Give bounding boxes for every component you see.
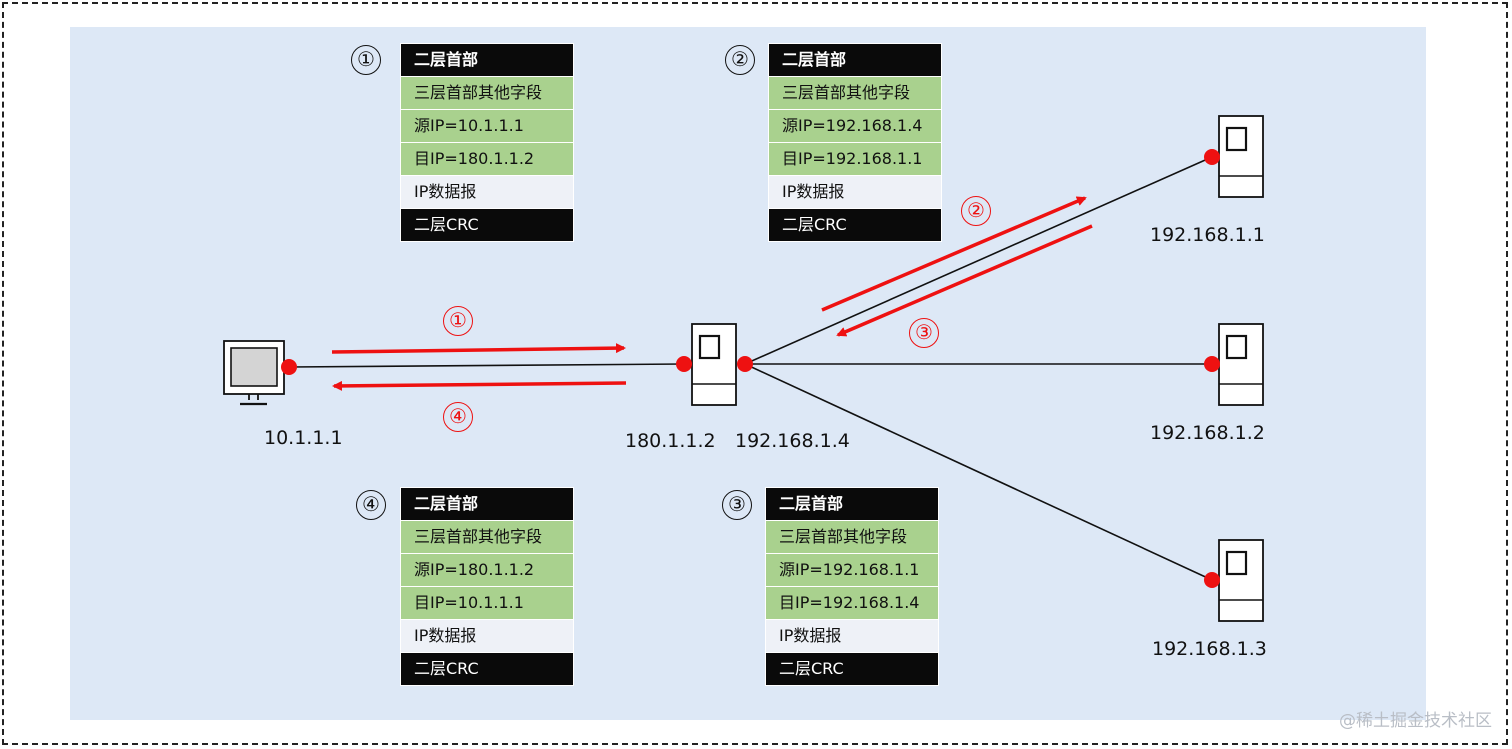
server2-icon: [1218, 323, 1264, 406]
flow-arrow-4: [332, 380, 627, 391]
server1-ip-label: 192.168.1.1: [1150, 224, 1265, 246]
client-interface-dot: [281, 359, 297, 375]
l2-header: 二层首部: [401, 488, 573, 520]
packet-3-step-badge: ③: [722, 490, 752, 520]
packet-table-3: 二层首部 三层首部其他字段 源IP=192.168.1.1 目IP=192.16…: [765, 487, 939, 686]
source-ip: 源IP=10.1.1.1: [401, 110, 573, 142]
server1-icon: [1218, 115, 1264, 198]
destination-ip: 目IP=180.1.1.2: [401, 143, 573, 175]
destination-ip: 目IP=192.168.1.4: [766, 587, 938, 619]
watermark: @稀土掘金技术社区: [1339, 711, 1492, 731]
server3-interface-dot: [1204, 572, 1220, 588]
packet-1-step-badge: ①: [351, 45, 381, 75]
l2-header: 二层首部: [401, 44, 573, 76]
flow-arrow-2: [821, 196, 1087, 312]
packet-table-1: 二层首部 三层首部其他字段 源IP=10.1.1.1 目IP=180.1.1.2…: [400, 43, 574, 242]
flow-arrow-3: [836, 224, 1093, 337]
source-ip: 源IP=192.168.1.4: [769, 110, 941, 142]
link-router-server3: [744, 363, 1213, 581]
server2-interface-dot: [1204, 356, 1220, 372]
router-wan-interface-dot: [676, 356, 692, 372]
destination-ip: 目IP=10.1.1.1: [401, 587, 573, 619]
server3-icon: [1218, 539, 1264, 622]
l2-crc: 二层CRC: [401, 653, 573, 685]
client-ip-label: 10.1.1.1: [264, 427, 343, 449]
l2-crc: 二层CRC: [401, 209, 573, 241]
ip-payload: IP数据报: [401, 176, 573, 208]
router-lan-interface-dot: [737, 356, 753, 372]
packet-2-step-badge: ②: [725, 45, 755, 75]
router-lan-ip-label: 192.168.1.4: [735, 430, 850, 452]
l2-header: 二层首部: [766, 488, 938, 520]
l2-crc: 二层CRC: [769, 209, 941, 241]
ip-payload: IP数据报: [769, 176, 941, 208]
source-ip: 源IP=180.1.1.2: [401, 554, 573, 586]
l3-other-fields: 三层首部其他字段: [401, 521, 573, 553]
ip-payload: IP数据报: [401, 620, 573, 652]
server1-interface-dot: [1204, 149, 1220, 165]
l2-crc: 二层CRC: [766, 653, 938, 685]
l2-header: 二层首部: [769, 44, 941, 76]
flow-step-3-label: ③: [909, 318, 939, 348]
l3-other-fields: 三层首部其他字段: [401, 77, 573, 109]
packet-table-2: 二层首部 三层首部其他字段 源IP=192.168.1.4 目IP=192.16…: [768, 43, 942, 242]
router-icon: [691, 323, 737, 406]
client-computer-icon: [223, 340, 285, 406]
flow-step-4-label: ④: [443, 402, 473, 432]
l3-other-fields: 三层首部其他字段: [766, 521, 938, 553]
l3-other-fields: 三层首部其他字段: [769, 77, 941, 109]
router-wan-ip-label: 180.1.1.2: [625, 430, 716, 452]
packet-4-step-badge: ④: [356, 490, 386, 520]
ip-payload: IP数据报: [766, 620, 938, 652]
diagram-canvas: [70, 27, 1426, 720]
packet-table-4: 二层首部 三层首部其他字段 源IP=180.1.1.2 目IP=10.1.1.1…: [400, 487, 574, 686]
source-ip: 源IP=192.168.1.1: [766, 554, 938, 586]
flow-step-2-label: ②: [961, 196, 991, 226]
server2-ip-label: 192.168.1.2: [1150, 422, 1265, 444]
link-client-router: [288, 363, 685, 368]
server3-ip-label: 192.168.1.3: [1152, 638, 1267, 660]
destination-ip: 目IP=192.168.1.1: [769, 143, 941, 175]
link-router-server1: [744, 156, 1213, 365]
flow-step-1-label: ①: [443, 306, 473, 336]
flow-arrow-1: [331, 343, 626, 354]
